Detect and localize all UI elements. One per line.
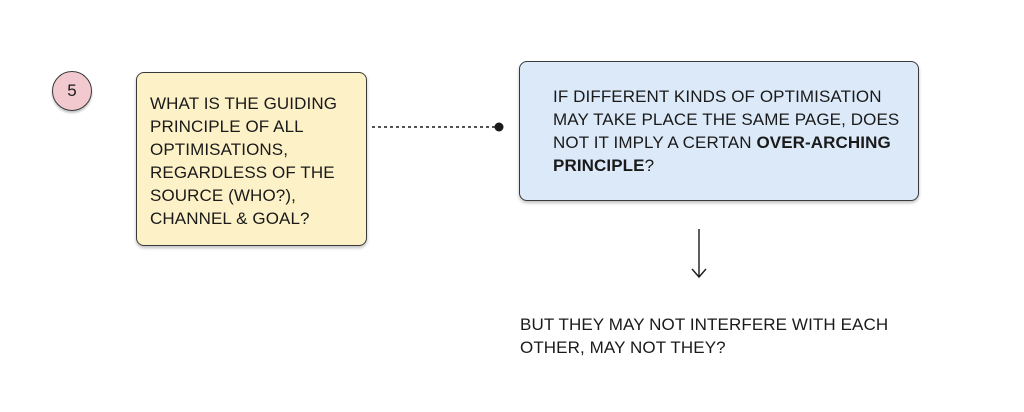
guiding-principle-question-box: WHAT IS THE GUIDING PRINCIPLE OF ALL OPT… [136, 72, 367, 246]
interference-conclusion-text: BUT THEY MAY NOT INTERFERE WITH EACH OTH… [520, 315, 889, 357]
step-number: 5 [67, 81, 77, 100]
over-arching-principle-box: IF DIFFERENT KINDS OF OPTIMISATION MAY T… [519, 61, 919, 201]
down-arrow-head [691, 268, 707, 279]
question-text: WHAT IS THE GUIDING PRINCIPLE OF ALL OPT… [150, 94, 338, 228]
implication-text-end: ? [644, 156, 655, 175]
connector-endpoint-dot [494, 122, 504, 132]
implication-text-start: IF DIFFERENT KINDS OF OPTIMISATION MAY T… [553, 87, 900, 152]
implication-emphasis: OVER-ARCHING PRINCIPLE [553, 133, 891, 175]
step-number-badge: 5 [52, 71, 92, 111]
